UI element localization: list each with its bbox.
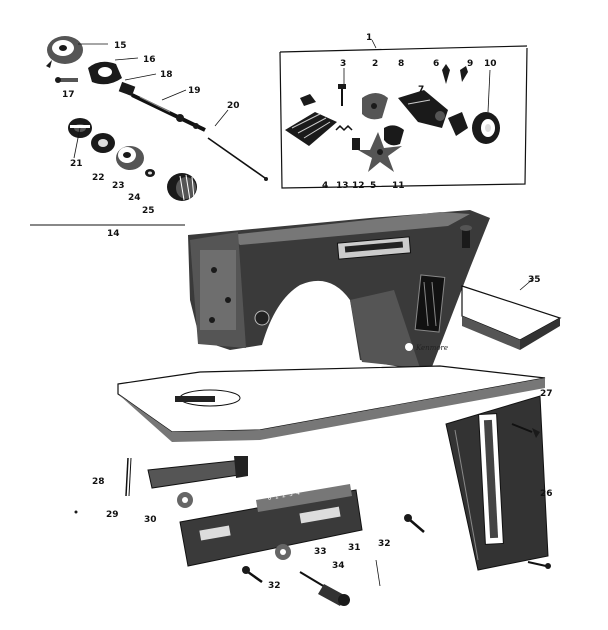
label-25: 25 (142, 206, 155, 216)
part-12-pin (352, 138, 360, 150)
label-32-right: 32 (378, 539, 391, 549)
label-19: 19 (188, 86, 201, 96)
part-18-bushing (118, 81, 136, 97)
label-14: 14 (107, 229, 120, 239)
part-2-bracket (362, 93, 388, 120)
top-left-parts-group (46, 36, 268, 201)
label-9: 9 (467, 59, 473, 69)
label-18: 18 (160, 70, 173, 80)
part-34-screwdriver (299, 571, 350, 606)
part-9-screw (460, 66, 468, 82)
part-28-slide (125, 456, 248, 497)
part-labels: 1 15 16 18 17 19 20 21 22 23 24 25 14 3 … (62, 33, 553, 591)
label-35: 35 (528, 275, 541, 285)
part-35-tray (461, 285, 562, 350)
label-16: 16 (143, 55, 156, 65)
part-32-screw-left (242, 566, 263, 584)
label-3: 3 (340, 59, 346, 69)
part-30-washer (177, 492, 193, 508)
hook-assembly-frame (279, 45, 528, 189)
label-30: 30 (144, 515, 157, 525)
part-27-screw (511, 423, 540, 438)
label-1: 1 (366, 33, 372, 43)
part-11-lever (384, 125, 404, 146)
part-25-knob (167, 173, 197, 201)
label-2: 2 (372, 59, 378, 69)
label-32-left: 32 (268, 581, 281, 591)
part-24-nut (145, 169, 155, 177)
label-7: 7 (418, 85, 424, 95)
bottom-screw-26 (527, 561, 551, 569)
part-4-block (285, 94, 337, 146)
part-16-clamp (55, 61, 122, 85)
label-24: 24 (128, 193, 141, 203)
label-29: 29 (106, 510, 119, 520)
label-31: 31 (348, 543, 361, 553)
hook-parts-group (285, 64, 500, 172)
label-12: 12 (352, 181, 365, 191)
part-15-wheel (46, 36, 83, 68)
part-8-hook (398, 90, 448, 128)
part-32-screw-right (404, 514, 425, 533)
part-31-slide-plate: 0 1 2 3 4 (179, 484, 363, 567)
brand-text: Kenmore (415, 344, 448, 352)
label-8: 8 (398, 59, 404, 69)
label-20: 20 (227, 101, 240, 111)
part-22-disc (91, 133, 115, 153)
label-4: 4 (322, 181, 328, 191)
part-5-cutter (358, 132, 402, 172)
label-11: 11 (392, 181, 405, 191)
label-34: 34 (332, 561, 345, 571)
part-13-spring (335, 124, 353, 132)
label-17: 17 (62, 90, 75, 100)
label-28: 28 (92, 477, 105, 487)
part-20-rod (207, 137, 268, 181)
part-33-washer (275, 544, 291, 560)
part-26-side-plate (445, 395, 549, 571)
part-6-screw (442, 64, 450, 84)
machine-head (188, 210, 490, 372)
part-7-bracket (448, 112, 468, 136)
label-21: 21 (70, 159, 83, 169)
label-26: 26 (540, 489, 553, 499)
label-15: 15 (114, 41, 127, 51)
leader-lines (73, 39, 535, 587)
label-10: 10 (484, 59, 497, 69)
label-27: 27 (540, 389, 553, 399)
label-5: 5 (370, 181, 376, 191)
label-13: 13 (336, 181, 349, 191)
part-23-sleeve (116, 146, 144, 170)
label-33: 33 (314, 547, 327, 557)
machine-bed (117, 365, 546, 442)
label-22: 22 (92, 173, 105, 183)
label-6: 6 (433, 59, 439, 69)
part-19-shaft (131, 93, 206, 132)
part-10-ring (472, 112, 500, 144)
part-3-screw (338, 84, 346, 106)
label-23: 23 (112, 181, 125, 191)
